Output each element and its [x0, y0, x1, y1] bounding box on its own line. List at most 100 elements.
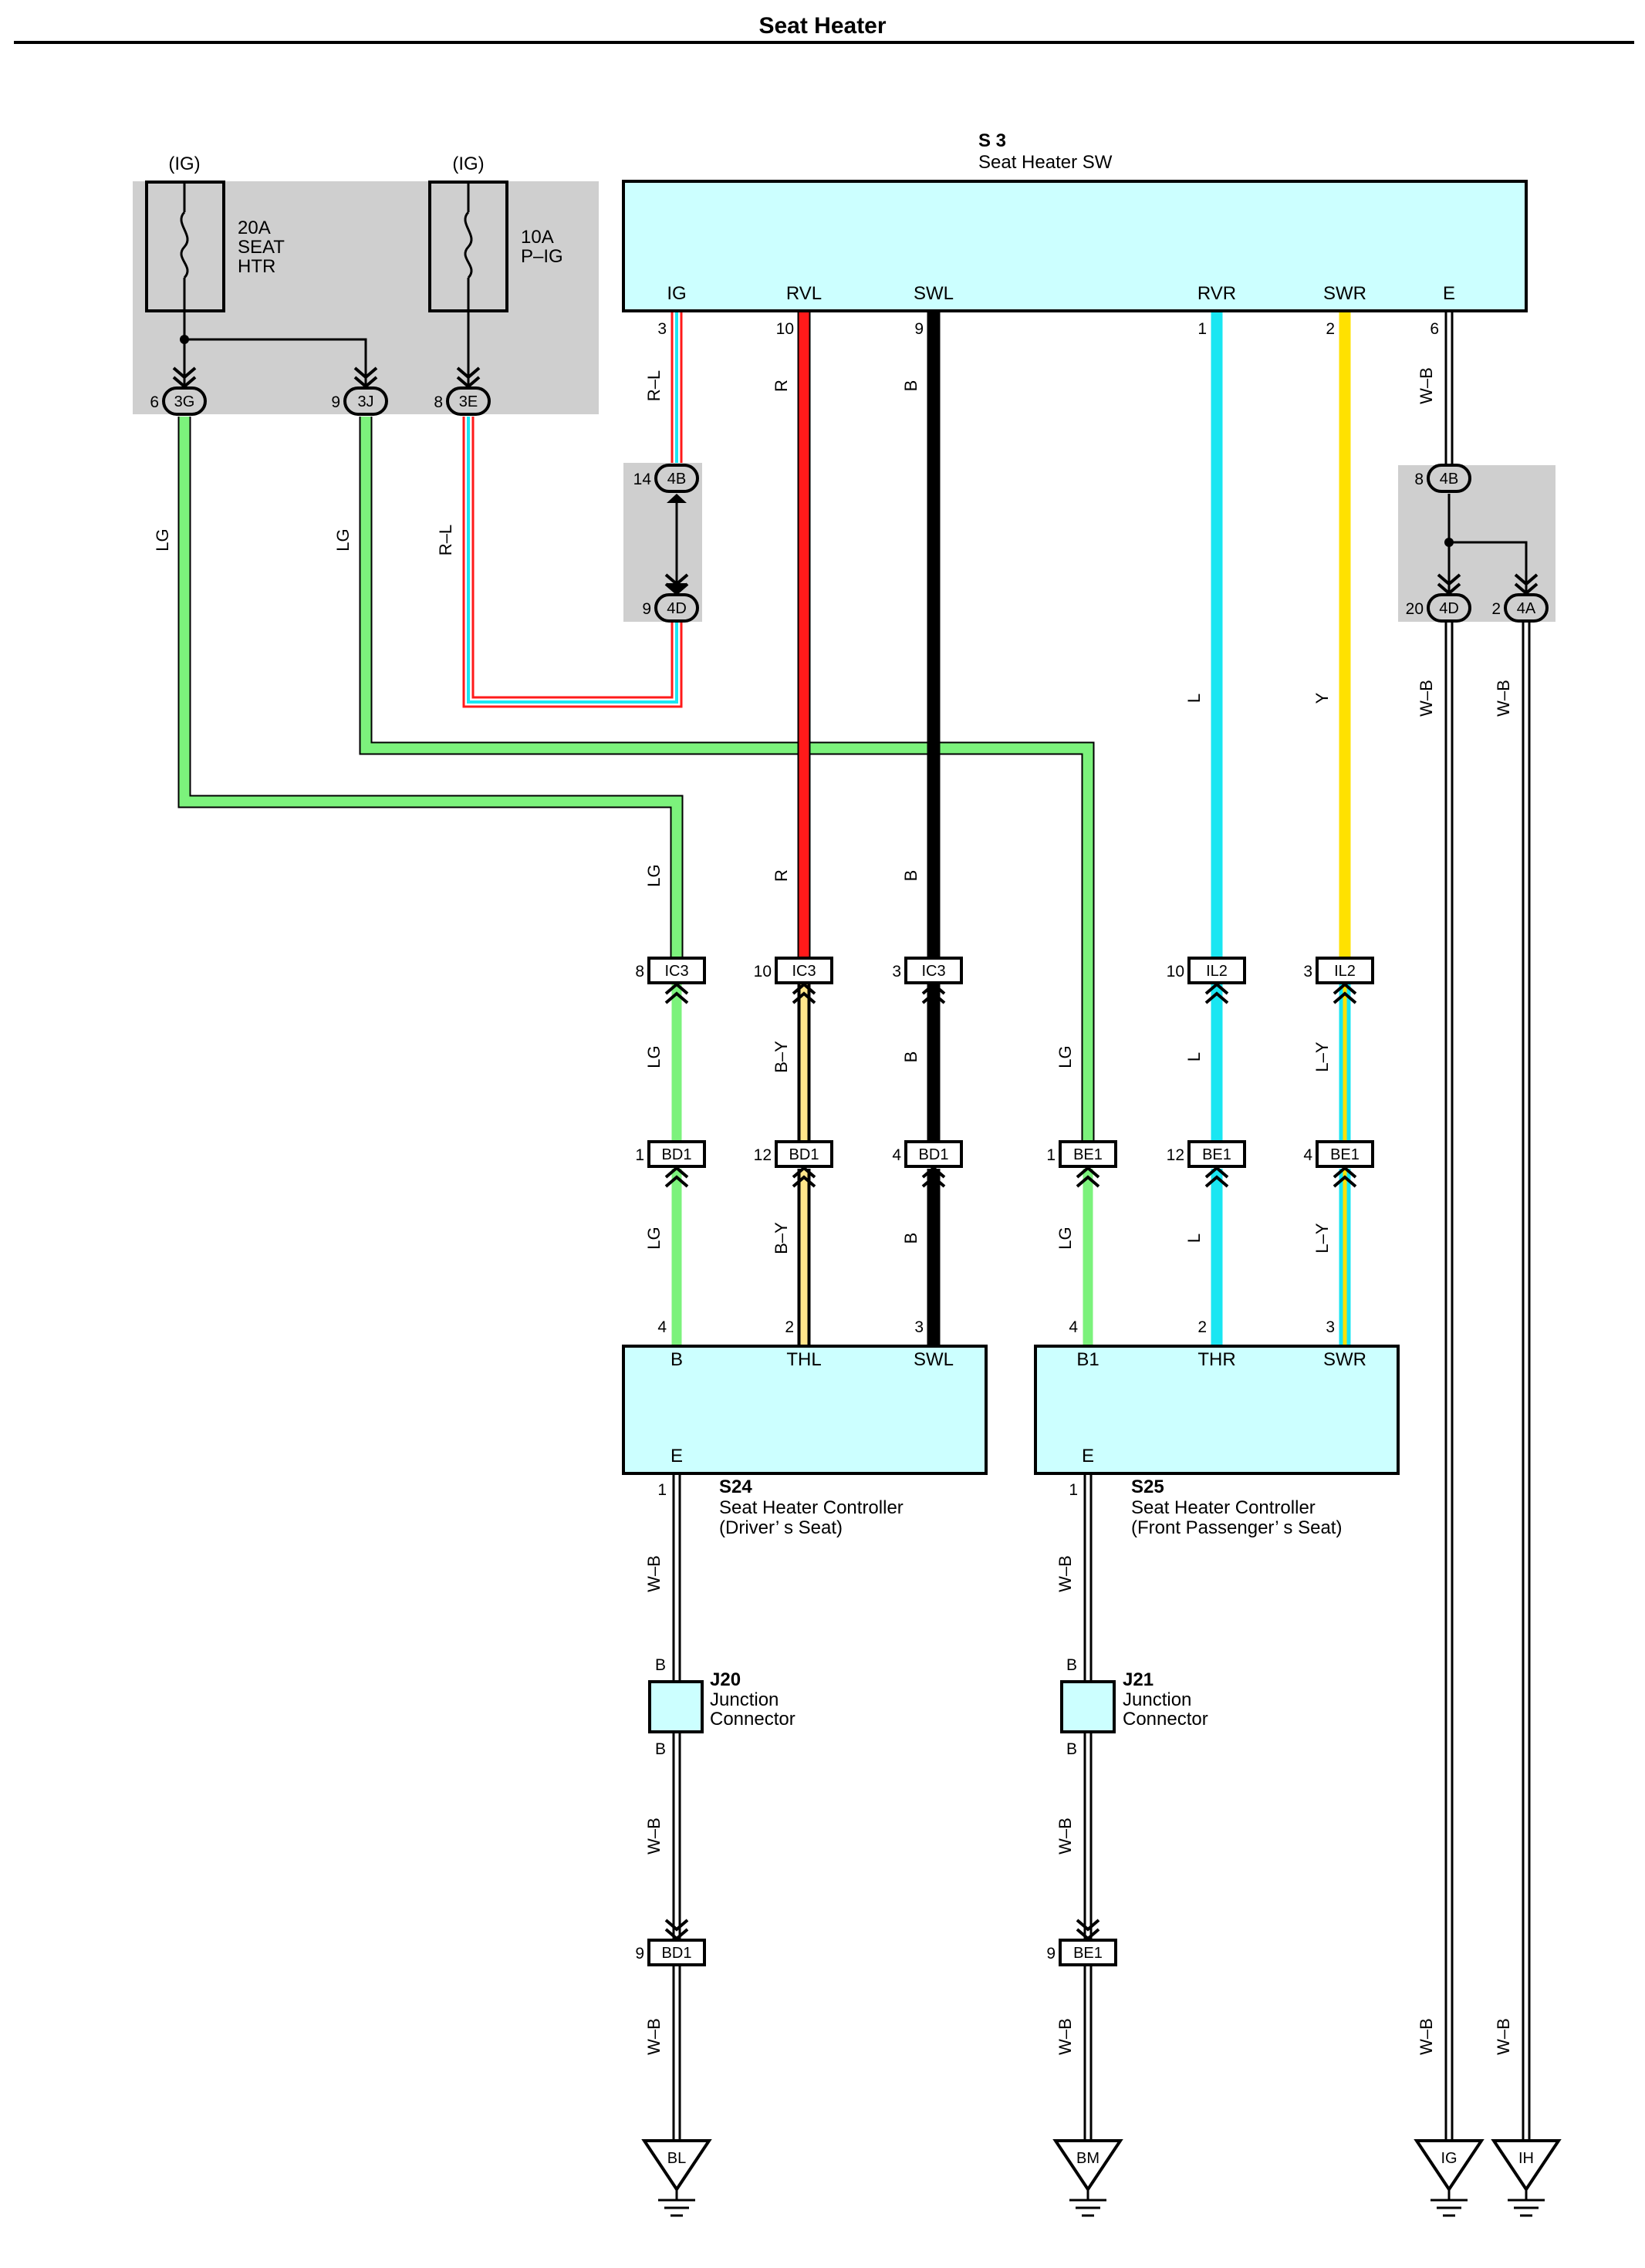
terminal-label: B1 [1076, 1349, 1099, 1370]
connector-code: 3J [357, 393, 373, 410]
pin-label: B [1066, 1740, 1077, 1758]
terminal-label: SWR [1323, 283, 1366, 304]
chevron-icon [664, 982, 689, 1004]
pin-number: 1 [635, 1146, 644, 1164]
component-code: J21 [1123, 1669, 1154, 1690]
fuse-name: P–IG [521, 246, 563, 267]
wire-color-label: LG [1056, 1227, 1075, 1249]
pin-number: 3 [892, 963, 901, 980]
page-title: Seat Heater [758, 13, 886, 39]
chevron-icon [1514, 573, 1539, 596]
connector-code: IC3 [921, 963, 945, 980]
ground-ih: IH [1491, 2139, 1562, 2217]
component-code: J20 [710, 1669, 741, 1690]
chevron-icon [1076, 1919, 1100, 1941]
wire-color-label: R–L [644, 370, 664, 401]
terminal-label: E [1443, 283, 1455, 304]
wire-color-label: L [1184, 1234, 1204, 1243]
chevron-icon [172, 366, 197, 389]
wire-color-label: LG [333, 528, 353, 551]
pin-number: 9 [642, 600, 651, 618]
connector-code: BE1 [1073, 1945, 1103, 1962]
wire-color-label: W–B [1056, 2018, 1075, 2055]
terminal-label: RVL [786, 283, 822, 304]
wire-color-label: W–B [1494, 680, 1513, 717]
pin-number: 6 [150, 393, 159, 411]
wire-color-label: L [1184, 694, 1204, 703]
ground-label: BL [667, 2150, 686, 2167]
connector-code: IL2 [1334, 963, 1356, 980]
ground-label: IH [1518, 2150, 1534, 2167]
wire-color-label: B [901, 380, 920, 392]
junction-j20: B B J20 Junction Connector [648, 1656, 795, 1758]
wire-lg-3g [177, 417, 684, 959]
connector-code: BD1 [662, 1945, 692, 1962]
pin-label: B [1066, 1656, 1077, 1674]
chevron-icon [664, 573, 689, 596]
fuse-name: HTR [238, 256, 275, 277]
chevron-icon [664, 1919, 689, 1941]
terminal-label: IG [667, 283, 686, 304]
terminal-label: SWR [1323, 1349, 1366, 1370]
connector-4d: 4D 9 [642, 573, 699, 623]
pin-label: B [655, 1740, 666, 1758]
pin-number: 9 [1046, 1945, 1056, 1963]
chevron-icon [921, 1166, 946, 1188]
fuse-source-label: (IG) [168, 154, 200, 174]
ground-label: IG [1441, 2150, 1457, 2167]
component-code: S25 [1131, 1477, 1164, 1497]
pin-number: 9 [635, 1945, 644, 1963]
pin-number: 4 [1069, 1318, 1078, 1336]
chevron-icon [792, 1166, 816, 1188]
component-name: Connector [1123, 1709, 1208, 1730]
pin-number: 3 [914, 1318, 924, 1336]
pin-number: 1 [1046, 1146, 1056, 1164]
ground-icon [641, 2139, 712, 2192]
connector-code: BD1 [662, 1146, 692, 1163]
component-name: Connector [710, 1709, 795, 1730]
terminal-label: SWL [914, 1349, 954, 1370]
pin-number: 3 [657, 320, 667, 338]
pin-number: 1 [1197, 320, 1207, 338]
component-name: Junction [1123, 1689, 1191, 1710]
pin-number: 8 [1414, 471, 1424, 488]
ground-bl: BL [641, 2139, 712, 2217]
pin-number: 1 [1069, 1481, 1078, 1499]
fuse-rating: 10A [521, 227, 554, 248]
chevron-icon [353, 366, 378, 389]
connector-code: 4D [1439, 600, 1459, 617]
wire-color-label: LG [644, 1045, 664, 1068]
pin-number: 4 [657, 1318, 667, 1336]
connector-code: BD1 [789, 1146, 819, 1163]
pin-number: 2 [785, 1318, 794, 1336]
chevron-icon [1204, 982, 1229, 1004]
pin-number: 3 [1326, 1318, 1335, 1336]
component-code: S 3 [978, 130, 1006, 151]
pin-number: 4 [1303, 1146, 1312, 1164]
ground-ig: IG [1414, 2139, 1485, 2217]
terminal-label: RVR [1197, 283, 1236, 304]
connector-code: 3G [174, 393, 195, 410]
connector-code: 4B [667, 471, 686, 488]
wire-color-label: W–B [644, 2018, 664, 2055]
terminal-label: E [670, 1446, 683, 1466]
pin-number: 2 [1197, 1318, 1207, 1336]
connector-code: 4A [1517, 600, 1536, 617]
fuse-p-ig: (IG) 10A P–IG [428, 154, 563, 312]
chevron-icon [1204, 1166, 1229, 1188]
terminal-label: B [670, 1349, 683, 1370]
pin-number: 4 [892, 1146, 901, 1164]
controller-s24: B THL SWL E 4 2 3 1 S24 Seat Heater Cont… [622, 1318, 988, 1538]
connector-code: 4D [667, 600, 687, 617]
wire-color-label: W–B [644, 1817, 664, 1855]
seat-heater-switch: S 3 Seat Heater SW IG RVL SWL RVR SWR E … [622, 130, 1528, 338]
wire-color-label: LG [644, 1227, 664, 1249]
